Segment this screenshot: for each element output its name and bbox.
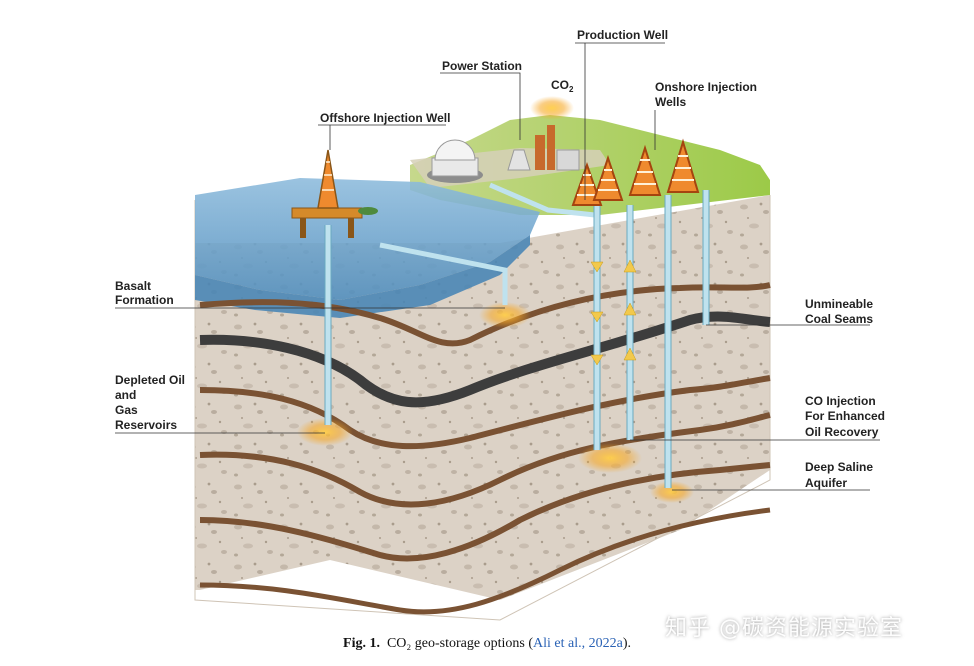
derrick-1	[571, 161, 603, 206]
arrow-down-2	[590, 311, 604, 323]
label-depleted-1: Depleted Oil	[115, 373, 185, 387]
label-eor-2: For Enhanced	[805, 409, 885, 423]
label-basalt-2: Formation	[115, 293, 174, 307]
label-co2: CO2	[551, 78, 574, 94]
figure-caption: Fig. 1. CO₂ geo-storage options (Ali et …	[0, 636, 974, 652]
label-depleted-3: Gas	[115, 403, 138, 417]
label-eor-3: Oil Recovery	[805, 425, 879, 439]
derrick-4	[666, 138, 700, 193]
label-coal-1: Unmineable	[805, 297, 873, 311]
caption-citation-link[interactable]: Ali et al., 2022a	[533, 636, 623, 651]
label-depleted-4: Reservoirs	[115, 418, 177, 432]
arrow-down-3	[590, 354, 604, 366]
label-saline-2: Aquifer	[805, 476, 847, 490]
label-onshore-2: Wells	[655, 95, 686, 109]
leader-lines	[115, 42, 880, 491]
layer-depleted-oil	[199, 375, 771, 450]
power-station	[427, 125, 580, 183]
caption-text: CO₂ geo-storage options (	[386, 636, 533, 651]
arrow-up-3	[623, 347, 637, 361]
label-eor-1: CO Injection	[805, 394, 876, 408]
pipe-basalt	[379, 242, 508, 305]
watermark: 知乎 @碳资能源实验室	[665, 616, 903, 641]
derrick-2	[592, 154, 624, 201]
flow-arrows	[590, 259, 637, 366]
layer-coal-seam	[199, 311, 771, 408]
label-onshore-1: Onshore Injection	[655, 80, 757, 94]
hotspot-eor	[578, 443, 642, 473]
layer-eor	[199, 412, 771, 508]
pipe-station	[489, 182, 596, 218]
hotspot-basalt	[479, 302, 531, 328]
block-outline	[194, 195, 771, 621]
pipe-outline	[324, 190, 710, 488]
label-offshore: Offshore Injection Well	[320, 111, 450, 125]
hotspot-depleted	[297, 418, 353, 446]
cooling-tower	[507, 149, 531, 171]
layer-basalt-top	[199, 282, 771, 347]
hotspot-saline	[650, 481, 694, 503]
onshore-derricks	[571, 138, 700, 206]
layer-deep	[199, 507, 771, 615]
offshore-rig	[291, 149, 378, 238]
layer-saline	[199, 462, 771, 562]
caption-fig-number: Fig. 1.	[343, 636, 380, 651]
caption-end: ).	[622, 636, 631, 651]
sea-front	[195, 235, 530, 318]
arrow-up-2	[623, 302, 637, 316]
label-power-station: Power Station	[442, 59, 522, 73]
label-saline-1: Deep Saline	[805, 460, 873, 474]
arrow-up-1	[623, 259, 637, 273]
label-basalt-1: Basalt	[115, 279, 151, 293]
label-coal-2: Coal Seams	[805, 312, 873, 326]
label-depleted-2: and	[115, 388, 136, 402]
arrow-down-1	[590, 261, 604, 273]
derrick-3	[628, 144, 662, 196]
hotspot-co2-station	[530, 96, 574, 120]
label-production-well: Production Well	[577, 28, 668, 42]
pipes	[325, 182, 709, 488]
sea-surface	[195, 178, 540, 300]
